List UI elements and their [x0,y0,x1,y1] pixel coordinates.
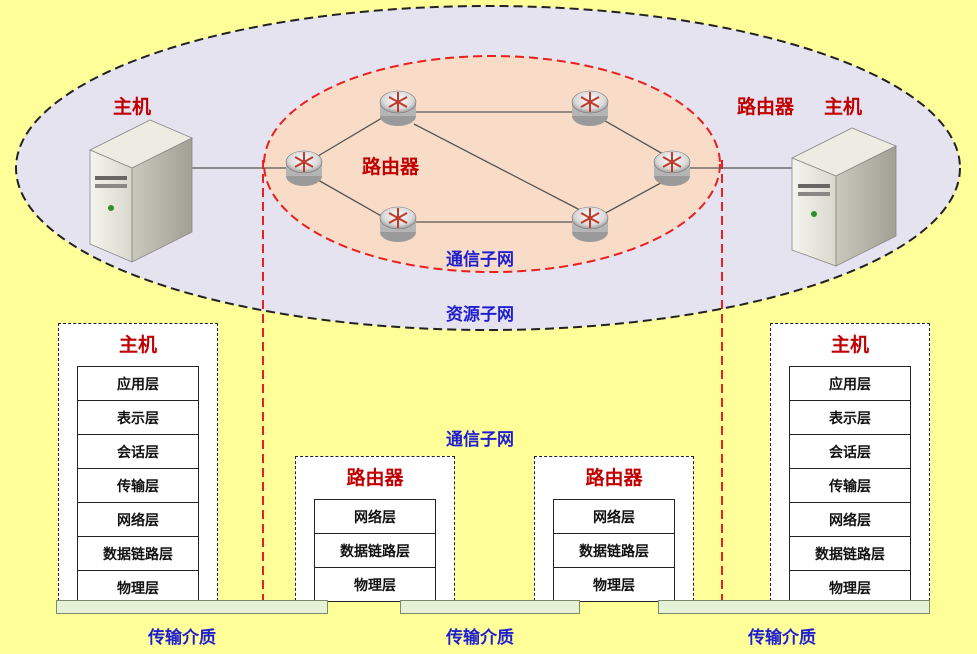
layer-transport: 传输层 [78,469,198,503]
medium-label-center: 传输介质 [446,628,514,648]
layer-transport: 传输层 [790,469,910,503]
layer-network: 网络层 [554,500,674,534]
transmission-medium-bar [400,600,580,614]
router-icon [285,150,323,186]
comm-subnet-label: 通信子网 [446,250,514,270]
router-right-stack: 路由器 网络层 数据链路层 物理层 [534,456,694,602]
network-links [192,111,800,223]
router-left-stack: 路由器 网络层 数据链路层 物理层 [295,456,455,602]
transmission-medium-bar [56,600,328,614]
layer-data-link: 数据链路层 [315,534,435,568]
host-right-title: 主机 [830,334,869,356]
resource-subnet-label: 资源子网 [446,305,514,325]
host-left-label: 主机 [113,96,152,118]
layer-network: 网络层 [790,503,910,537]
layer-network: 网络层 [78,503,198,537]
router-left-title: 路由器 [346,467,404,489]
layer-list: 应用层 表示层 会话层 传输层 网络层 数据链路层 物理层 [789,366,911,605]
projection-lines [262,160,723,603]
medium-label-left: 传输介质 [148,628,216,648]
layer-data-link: 数据链路层 [790,537,910,571]
layer-list: 应用层 表示层 会话层 传输层 网络层 数据链路层 物理层 [77,366,199,605]
router-right-title: 路由器 [585,467,643,489]
layer-list: 网络层 数据链路层 物理层 [553,499,675,602]
layer-presentation: 表示层 [790,401,910,435]
router-icon [571,90,609,126]
layer-session: 会话层 [78,435,198,469]
router-icon [379,206,417,242]
server-icon [791,127,897,267]
layer-data-link: 数据链路层 [78,537,198,571]
layer-network: 网络层 [315,500,435,534]
layer-presentation: 表示层 [78,401,198,435]
layer-application: 应用层 [78,367,198,401]
host-right-stack: 主机 应用层 表示层 会话层 传输层 网络层 数据链路层 物理层 [770,323,930,605]
layer-application: 应用层 [790,367,910,401]
layer-physical: 物理层 [554,568,674,601]
medium-label-right: 传输介质 [748,628,816,648]
transmission-medium-bar [658,600,930,614]
router-center-label: 路由器 [362,156,420,178]
router-icon [653,150,691,186]
layer-physical: 物理层 [790,571,910,604]
host-right-label: 主机 [824,96,863,118]
layer-physical: 物理层 [78,571,198,604]
host-left-stack: 主机 应用层 表示层 会话层 传输层 网络层 数据链路层 物理层 [58,323,218,605]
host-left-title: 主机 [118,334,157,356]
layer-session: 会话层 [790,435,910,469]
router-icon [571,206,609,242]
layer-physical: 物理层 [315,568,435,601]
stack-comm-subnet-label: 通信子网 [446,430,514,450]
router-right-label: 路由器 [737,96,795,118]
layer-list: 网络层 数据链路层 物理层 [314,499,436,602]
router-icon [379,90,417,126]
layer-data-link: 数据链路层 [554,534,674,568]
server-icon [89,119,193,263]
